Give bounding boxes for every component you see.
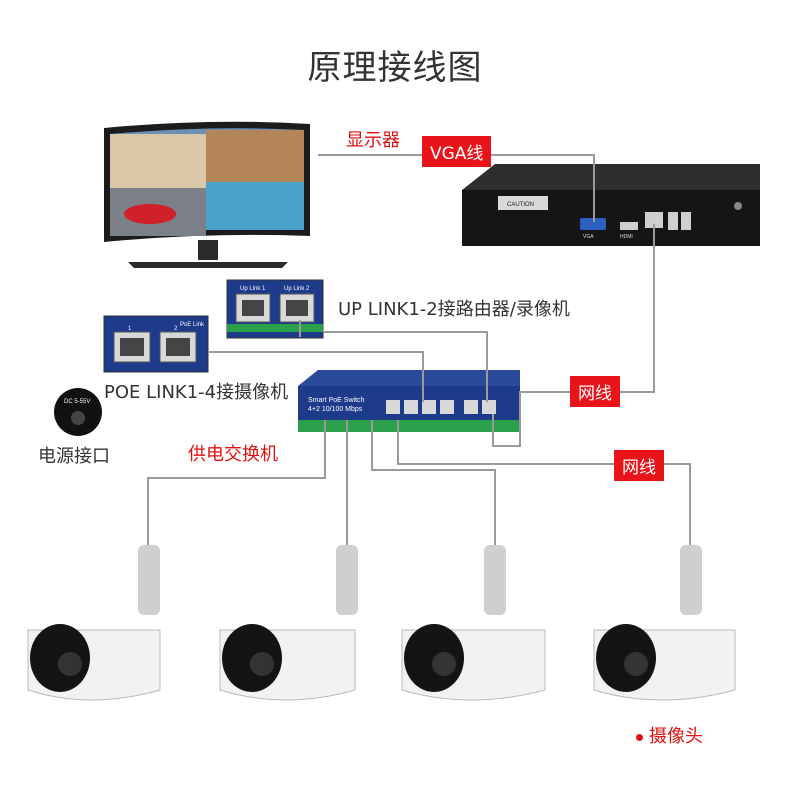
poe-port-header-text: PoE Link xyxy=(180,322,205,328)
nvr-hdmi-text: HDMI xyxy=(620,234,633,240)
nvr-vga-text: VGA xyxy=(583,234,594,240)
camera-label: 摄像头 xyxy=(636,722,703,748)
camera-3-icon xyxy=(402,545,545,700)
poe-switch-label: 供电交换机 xyxy=(188,440,278,466)
camera-2-icon xyxy=(220,545,358,700)
monitor-icon xyxy=(104,122,310,268)
switch-spec-text: 4+2 10/100 Mbps xyxy=(308,406,363,413)
net-cable-tag-1: 网线 xyxy=(570,376,620,407)
dc-power-jack-icon xyxy=(54,388,102,436)
switch-name-text: Smart PoE Switch xyxy=(308,397,365,404)
camera-1-icon xyxy=(28,545,160,700)
uplink-port-1-text: Up Link 1 xyxy=(240,286,266,292)
nvr-recorder-icon: CAUTION xyxy=(462,164,760,246)
dc-voltage-text: DC 5-55V xyxy=(64,399,90,405)
net-cable-tag-2: 网线 xyxy=(614,450,664,481)
bullet-dot-icon xyxy=(636,734,643,741)
page-title: 原理接线图 xyxy=(0,40,790,89)
monitor-label: 显示器 xyxy=(346,126,400,152)
vga-cable-tag: VGA线 xyxy=(422,136,491,167)
power-port-label: 电源接口 xyxy=(38,442,110,468)
nvr-caution-text: CAUTION xyxy=(507,202,534,208)
poe-link-label: POE LINK1-4接摄像机 xyxy=(104,378,288,404)
uplink-port-2-text: Up Link 2 xyxy=(284,286,310,292)
camera-label-text: 摄像头 xyxy=(649,726,703,747)
camera-4-icon xyxy=(594,545,735,700)
uplink-label: UP LINK1-2接路由器/录像机 xyxy=(338,295,570,321)
